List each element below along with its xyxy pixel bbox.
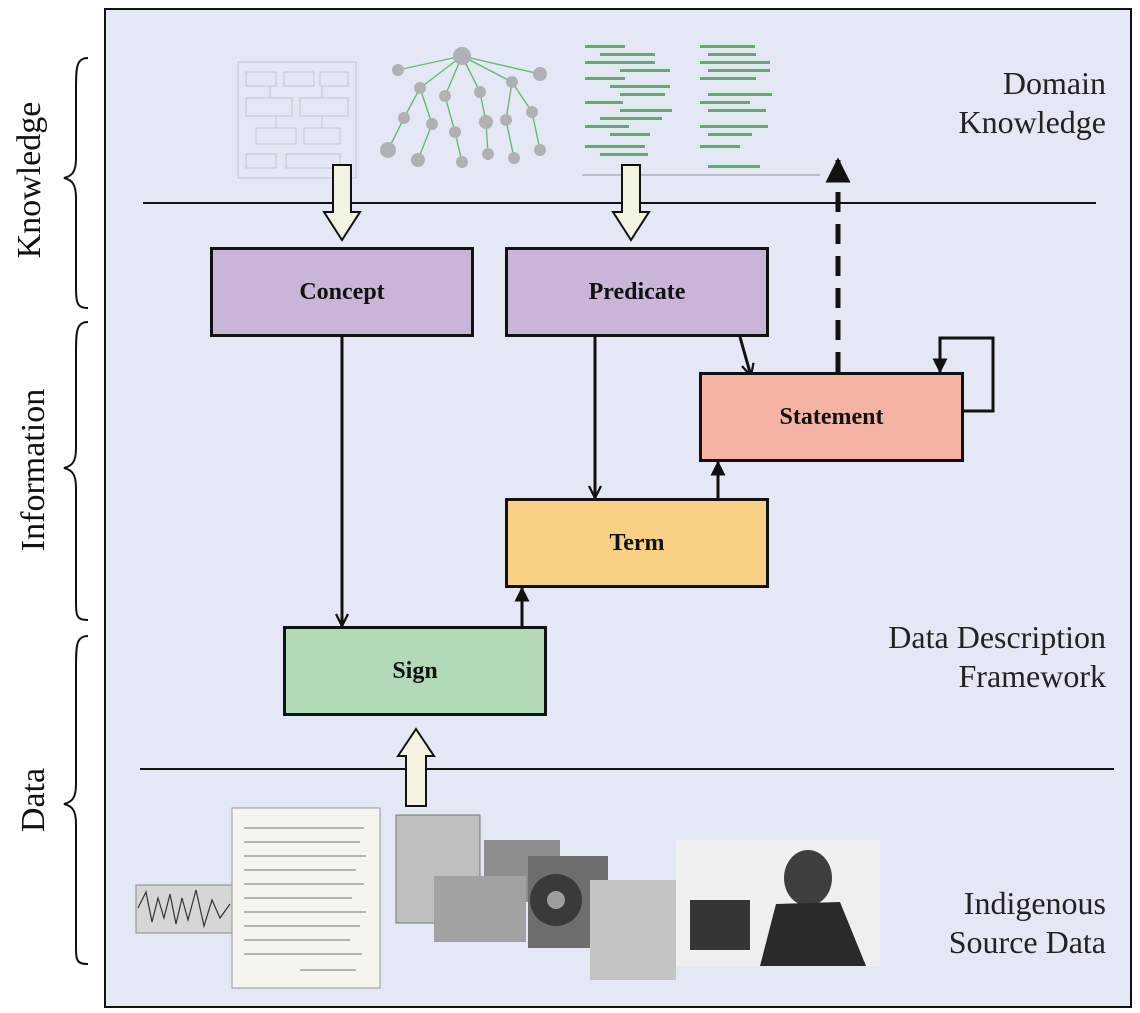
indigenous-source-data-label-line-1: Indigenous — [963, 885, 1106, 921]
statement-box: Statement — [699, 372, 964, 462]
domain-knowledge-label-line-2: Knowledge — [958, 104, 1106, 140]
data-side-label: Data — [15, 767, 52, 833]
term-box: Term — [505, 498, 769, 588]
hollow-arrow-sign — [396, 727, 436, 807]
information-side-label: Information — [15, 388, 52, 552]
predicate-box: Predicate — [505, 247, 769, 337]
flowchart-thumbnail — [237, 61, 357, 179]
information-brace — [63, 321, 89, 621]
data-description-framework-label-line-2: Framework — [958, 658, 1106, 694]
photo-collage-thumbnail — [135, 807, 880, 989]
hollow-arrow-concept — [322, 164, 362, 242]
tree-thumbnail — [380, 47, 547, 168]
concept-box: Concept — [210, 247, 474, 337]
domain-knowledge-label-line-1: Domain — [1002, 65, 1106, 101]
indigenous-source-data-label-line-2: Source Data — [948, 924, 1106, 960]
arrow-predicate-to-statement — [738, 336, 751, 376]
data-description-framework-label-line-1: Data Description — [888, 619, 1106, 655]
arrow-statement-self-loop — [932, 336, 995, 413]
indigenous-source-data-label: Indigenous Source Data — [949, 884, 1106, 962]
code-listing-thumbnail — [582, 45, 820, 176]
sign-box: Sign — [283, 626, 547, 716]
data-description-framework-label: Data Description Framework — [888, 618, 1106, 696]
knowledge-brace — [63, 57, 89, 309]
domain-knowledge-label: Domain Knowledge — [958, 64, 1106, 142]
knowledge-side-label: Knowledge — [11, 101, 48, 259]
hollow-arrow-predicate — [611, 164, 651, 242]
data-brace — [63, 635, 89, 965]
